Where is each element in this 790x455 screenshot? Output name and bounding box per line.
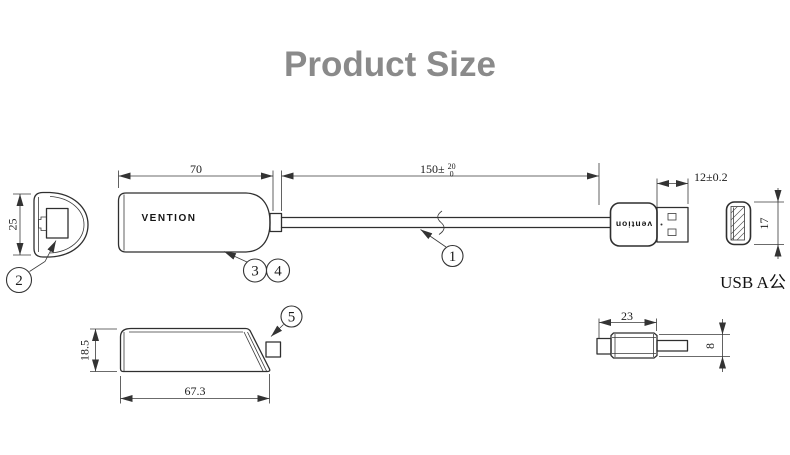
plug-metal-shell [656,206,689,243]
callout-3: 3 [242,258,268,283]
dim-body-length: 70 [190,162,202,176]
rear-inner-contour [49,196,85,254]
callout-1-number: 1 [449,249,457,265]
dim-connector-length: 23 [621,309,633,323]
leader-line [270,324,284,337]
callout-2-number: 2 [15,273,23,289]
view-usb-plug-top: vention 12±0.2 [609,170,728,247]
callout-1: 1 [441,244,464,268]
callout-4: 4 [265,258,291,283]
plug-hole-top [667,213,677,221]
plug-dot [660,223,663,226]
plug-side-housing [610,332,658,359]
dim-side-height: 18.5 [78,340,92,361]
view-body-side: 18.5 67.3 5 [78,305,303,404]
rj45-clip-notch [38,216,47,231]
dim-cable-tol-minus: 0 [450,170,454,179]
side-slant-line [243,331,264,372]
dim-plug-width: 12±0.2 [694,170,728,184]
dim-rear-height: 25 [6,219,20,231]
page-title: Product Size [284,45,496,84]
side-outline [119,327,271,373]
plug-hole-bottom [667,228,677,236]
dim-connector-height: 8 [703,343,717,349]
dim-cable-base: 150± [420,162,445,176]
body-outline [117,192,271,253]
callout-3-number: 3 [251,264,259,280]
view-rear-end: 25 2 [5,191,89,294]
dim-usb-face-height: 17 [757,218,771,230]
usb-face-tongue [730,206,745,241]
view-usb-plug-side: 23 8 [596,309,730,372]
rear-outline [33,191,89,258]
usb-type-label: USB A公 [720,273,786,292]
leader-line [420,229,447,248]
body-logo: VENTION [142,213,197,224]
view-body-top: VENTION 70 150± 20 0 3 4 [117,158,611,283]
callout-5: 5 [280,305,303,328]
usb-face-outline [725,201,752,246]
callout-2: 2 [5,266,33,294]
cable-break-symbol [437,210,445,235]
callout-5-number: 5 [288,310,296,326]
callout-4-number: 4 [274,264,282,280]
usb-face-hatch [730,206,745,241]
plug-side-metal [656,339,689,352]
dim-cable-tol-plus: 20 [448,162,456,171]
strain-relief [269,212,283,233]
plug-logo: vention [615,220,652,230]
rj45-port [45,207,69,239]
dim-side-length: 67.3 [185,384,206,398]
leader-line [223,251,248,263]
leader-line [29,240,57,272]
side-slant-line [247,331,267,372]
view-usb-face: 17 USB A公 [720,188,786,292]
plug-side-boot [596,337,612,355]
side-cable-boot [265,341,282,358]
dim-cable-length: 150± 20 0 [420,158,459,179]
